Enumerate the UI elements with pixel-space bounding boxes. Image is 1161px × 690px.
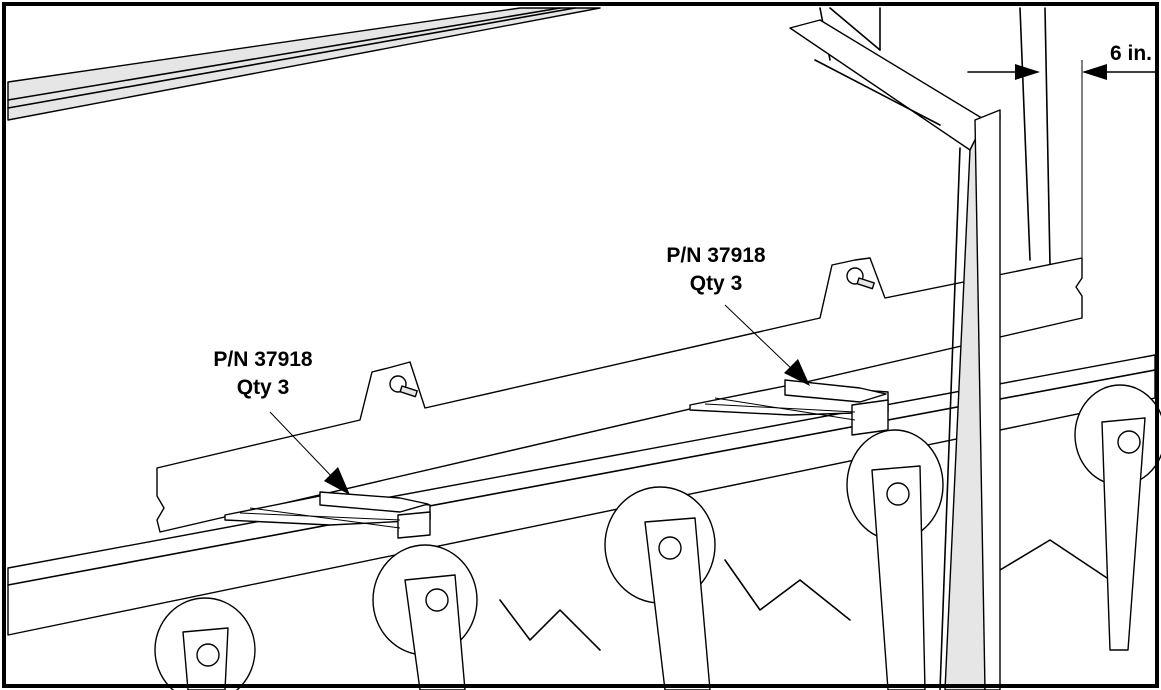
dimension-arrow-left	[1015, 64, 1040, 80]
top-frame-beam	[7, 7, 601, 121]
dimension-arrow-right	[1082, 64, 1107, 80]
back-wall	[819, 7, 1051, 266]
callout-leaders	[269, 304, 810, 495]
rollers	[154, 384, 1161, 690]
shim-stack-right	[689, 379, 889, 436]
callout-left-part-number: P/N 37918	[213, 348, 313, 371]
leader-arrow-left	[324, 467, 350, 495]
mounting-plate	[156, 257, 1083, 533]
callout-right-quantity: Qty 3	[690, 272, 743, 295]
shim-stack-left	[224, 491, 431, 539]
leader-arrow-right	[784, 359, 810, 386]
callout-right-part-number: P/N 37918	[666, 244, 766, 267]
dimension-arrows	[967, 60, 1156, 258]
vertical-angle-post	[789, 19, 1001, 690]
roller-brackets	[182, 417, 1146, 690]
dimension-label: 6 in.	[1110, 42, 1152, 65]
callout-left-quantity: Qty 3	[237, 376, 290, 399]
